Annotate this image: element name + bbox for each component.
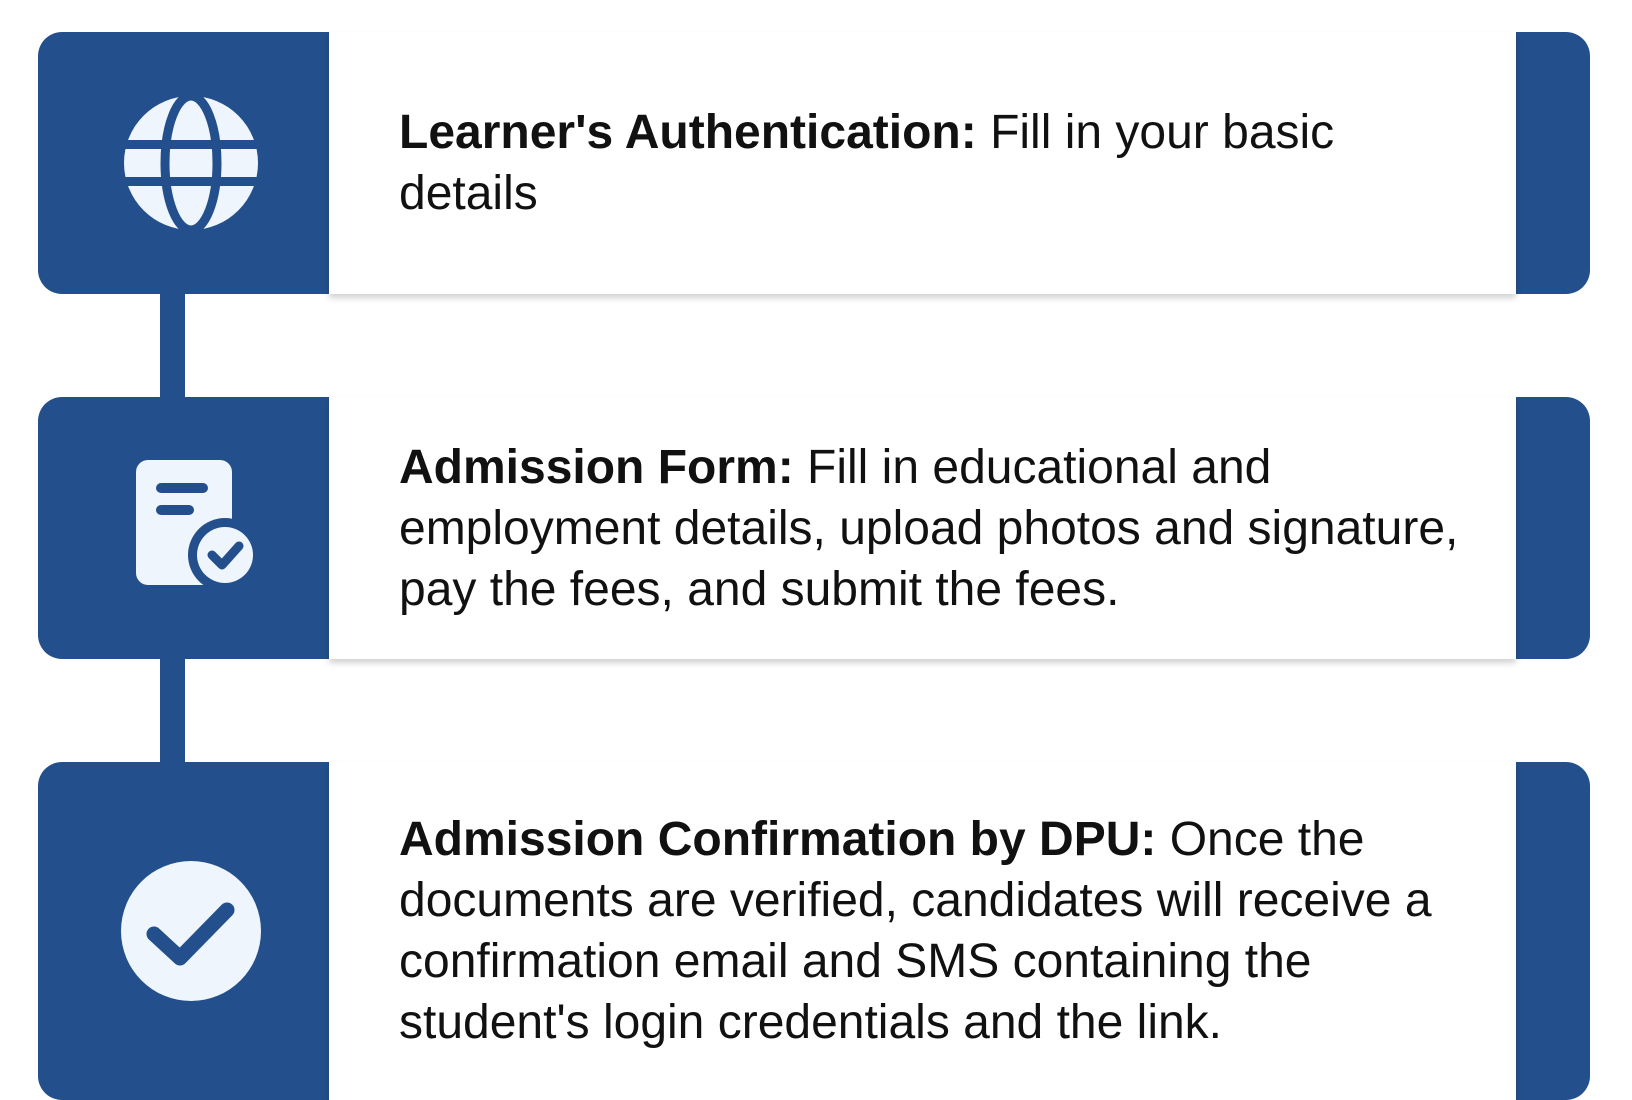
step-title: Admission Confirmation by DPU:: [399, 813, 1157, 866]
step-title: Learner's Authentication:: [399, 106, 977, 159]
check-circle-icon: [116, 856, 266, 1006]
step-text: Learner's Authentication: Fill in your b…: [399, 102, 1476, 224]
step-title: Admission Form:: [399, 440, 794, 494]
step-text: Admission Form: Fill in educational and …: [399, 437, 1476, 620]
globe-icon: [116, 88, 266, 238]
step-description: Fill in your basic details: [399, 106, 1335, 220]
step-card: Learner's Authentication: Fill in your b…: [329, 32, 1516, 294]
step-card: Admission Form: Fill in educational and …: [329, 397, 1516, 659]
document-check-icon: [116, 453, 266, 603]
step-description: Fill in educational and employment detai…: [399, 440, 1459, 616]
connector-line-2: [160, 655, 185, 765]
step-card: Admission Confirmation by DPU: Once the …: [329, 762, 1516, 1100]
step-description: Once the documents are verified, candida…: [399, 813, 1432, 1049]
step-learner-authentication: Learner's Authentication: Fill in your b…: [38, 32, 1590, 294]
step-admission-form: Admission Form: Fill in educational and …: [38, 397, 1590, 659]
step-text: Admission Confirmation by DPU: Once the …: [399, 809, 1476, 1053]
step-admission-confirmation: Admission Confirmation by DPU: Once the …: [38, 762, 1590, 1100]
connector-line-1: [160, 290, 185, 400]
